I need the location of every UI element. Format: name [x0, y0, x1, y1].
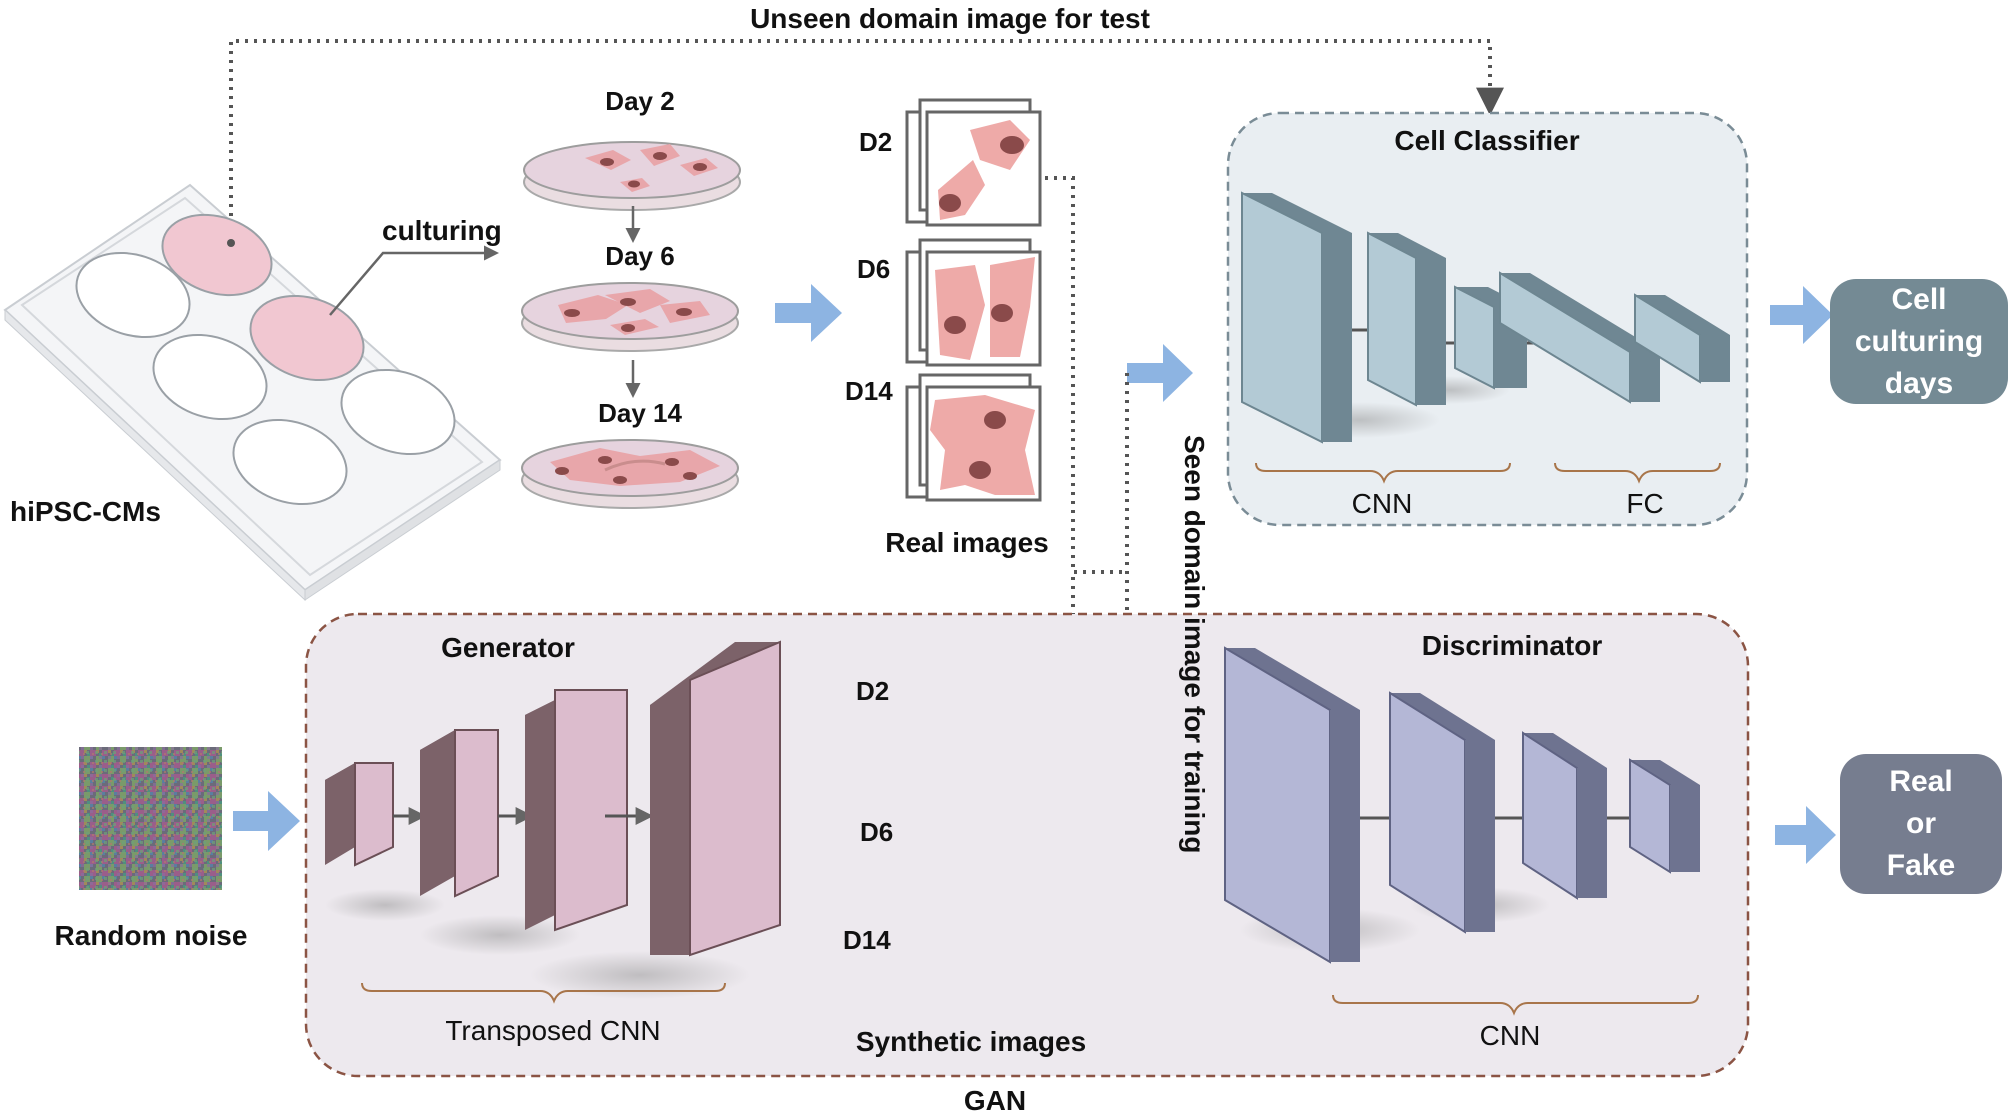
- generator-brace: [361, 982, 726, 1004]
- real-label-d6: D6: [857, 254, 891, 284]
- synthetic-label-d6: D6: [860, 817, 894, 847]
- discriminator-output-box: Real or Fake: [1840, 754, 2002, 894]
- discriminator-layers: [1224, 646, 1700, 964]
- generator-title: Generator: [441, 632, 575, 663]
- real-image-stack-d6: [905, 238, 1042, 367]
- random-noise-label: Random noise: [54, 920, 248, 951]
- plate-wells: [75, 213, 456, 506]
- plate-test-point: [227, 239, 235, 247]
- real-image-stack-d2: [905, 98, 1042, 227]
- synthetic-label-d2: D2: [856, 676, 890, 706]
- unseen-domain-label: Unseen domain image for test: [750, 3, 1150, 34]
- discriminator-output-line-2: or: [1906, 807, 1936, 840]
- well-plate: [3, 183, 502, 602]
- classifier-output-box: Cell culturing days: [1830, 279, 2008, 404]
- discriminator-brace: [1332, 994, 1699, 1016]
- classifier-fc-label: FC: [1626, 488, 1664, 519]
- unseen-domain-connector: [229, 39, 1504, 243]
- dish-label-day-6: Day 6: [605, 241, 675, 271]
- discriminator-output-line-3: Fake: [1886, 849, 1956, 882]
- discriminator-output-line-1: Real: [1889, 765, 1953, 798]
- classifier-cnn-layers: [1241, 191, 1730, 444]
- petri-dish-day-2: [523, 141, 741, 211]
- classifier-output-line-1: Cell: [1891, 282, 1947, 316]
- real-label-d2: D2: [859, 127, 893, 157]
- dish-label-day-14: Day 14: [598, 398, 682, 428]
- arrow-noise-to-generator: [233, 791, 300, 851]
- generator-group-label: Transposed CNN: [445, 1015, 661, 1046]
- culturing-label: culturing: [382, 215, 502, 246]
- synthetic-images-label: Synthetic images: [855, 1026, 1087, 1057]
- petri-dish-day-6: [521, 282, 739, 352]
- petri-dish-day-14: [521, 439, 739, 509]
- seen-domain-label: Seen domain image for training: [1179, 435, 1210, 854]
- arrow-to-classifier: [1127, 344, 1193, 402]
- real-images-label: Real images: [885, 527, 1049, 558]
- culturing-pointer: [329, 245, 499, 316]
- classifier-output-line-2: culturing: [1854, 324, 1984, 358]
- dish-label-day-2: Day 2: [605, 86, 675, 116]
- gan-label: GAN: [963, 1085, 1027, 1116]
- real-image-stack-d14: [905, 373, 1042, 502]
- classifier-fc-brace: [1554, 462, 1721, 484]
- random-noise-image: [79, 747, 222, 890]
- classifier-output-line-3: days: [1884, 366, 1954, 400]
- classifier-cnn-brace: [1255, 462, 1511, 484]
- classifier-cnn-label: CNN: [1351, 488, 1413, 519]
- classifier-title: Cell Classifier: [1394, 125, 1580, 156]
- discriminator-group-label: CNN: [1479, 1020, 1541, 1051]
- arrow-classifier-out: [1770, 286, 1833, 344]
- real-label-d14: D14: [845, 376, 893, 406]
- arrow-discriminator-out: [1775, 806, 1836, 864]
- hipsc-cms-label: hiPSC-CMs: [10, 496, 161, 527]
- synthetic-label-d14: D14: [843, 925, 891, 955]
- arrow-dishes-to-real: [775, 284, 842, 342]
- discriminator-title: Discriminator: [1421, 630, 1603, 661]
- generator-layers: [325, 640, 781, 999]
